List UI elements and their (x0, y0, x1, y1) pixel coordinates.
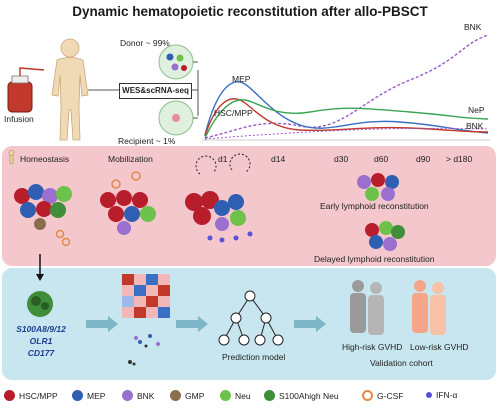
homeostasis-cluster (14, 184, 72, 247)
marker-s100a: S100A8/9/12 (16, 324, 66, 334)
neu-cell-icon (220, 390, 231, 401)
reconstitution-panel (2, 146, 496, 266)
tick-d90: d90 (416, 154, 431, 164)
series-label-hsc: HSC/MPP (214, 108, 253, 118)
series-label-bnk-high: BNK (464, 22, 482, 32)
stage-mobilization: Mobilization (108, 154, 153, 164)
human-figure-icon (51, 38, 89, 141)
wes-scrna-box: WES&scRNA-seq (119, 83, 192, 99)
gmp-cell-icon (170, 390, 181, 401)
prediction-model-label: Prediction model (222, 352, 286, 362)
marker-olr1: OLR1 (29, 336, 53, 346)
s100a-neu-cell-icon (264, 390, 275, 401)
gcsf-icon (362, 390, 373, 401)
prediction-graphics (27, 254, 446, 366)
low-risk-people-icon (412, 280, 446, 335)
s100a-neutrophil-icon (27, 291, 53, 317)
stage-homeostasis: Homeostasis (20, 154, 70, 164)
legend-item: IFN-α (426, 390, 457, 400)
blood-bag-icon (7, 67, 45, 113)
legend-item: MEP (72, 390, 105, 401)
early-lymphoid-label: Early lymphoid reconstitution (320, 201, 429, 211)
bnk-cell-icon (122, 390, 133, 401)
mep-cell-icon (72, 390, 83, 401)
marker-cd177: CD177 (27, 348, 55, 358)
reconstitution-cells (8, 150, 405, 251)
heatmap-icon (122, 274, 170, 318)
top-panel (7, 34, 490, 141)
series-label-mep: MEP (232, 74, 251, 84)
hsc-cell-icon (4, 390, 15, 401)
legend-item: HSC/MPP (4, 390, 58, 401)
tick-d14: d14 (271, 154, 286, 164)
reconstitution-timeline (202, 34, 490, 141)
early-lymphoid-cluster (357, 173, 399, 201)
recipient-cells-icon (158, 100, 194, 136)
tick-d30: d30 (334, 154, 349, 164)
recipient-label: Recipient ~ 1% (118, 136, 176, 146)
legend-item: G-CSF (362, 390, 403, 401)
series-label-bnk-low: BNK (466, 121, 484, 131)
validation-cohort-label: Validation cohort (370, 358, 433, 368)
tick-d60: d60 (374, 154, 389, 164)
umap-plot-icon (128, 334, 160, 366)
expansion-cluster (185, 153, 253, 243)
donor-label: Donor ~ 99% (120, 38, 170, 48)
tick-d1: d1 (218, 154, 228, 164)
cell-legend: HSC/MPP MEP BNK GMP Neu S100Ahigh Neu G-… (0, 384, 500, 408)
infusion-label: Infusion (4, 114, 34, 124)
delayed-lymphoid-cluster (365, 221, 405, 251)
legend-item: GMP (170, 390, 204, 401)
figure-title: Dynamic hematopoietic reconstitution aft… (72, 4, 428, 19)
delayed-lymphoid-label: Delayed lymphoid reconstitution (314, 254, 435, 264)
mobilization-cluster (100, 171, 156, 235)
donor-cells-icon (158, 44, 194, 80)
ifn-icon (426, 392, 432, 398)
low-risk-label: Low-risk GVHD (410, 342, 469, 352)
legend-item: S100Ahigh Neu (264, 390, 339, 401)
bone-icon (8, 150, 15, 165)
high-risk-people-icon (350, 280, 384, 335)
series-label-nep: NeP (468, 105, 485, 115)
legend-item: BNK (122, 390, 154, 401)
high-risk-label: High-risk GVHD (342, 342, 403, 352)
tick-d180: > d180 (446, 154, 473, 164)
legend-item: Neu (220, 390, 251, 401)
decision-tree-icon (218, 290, 284, 346)
